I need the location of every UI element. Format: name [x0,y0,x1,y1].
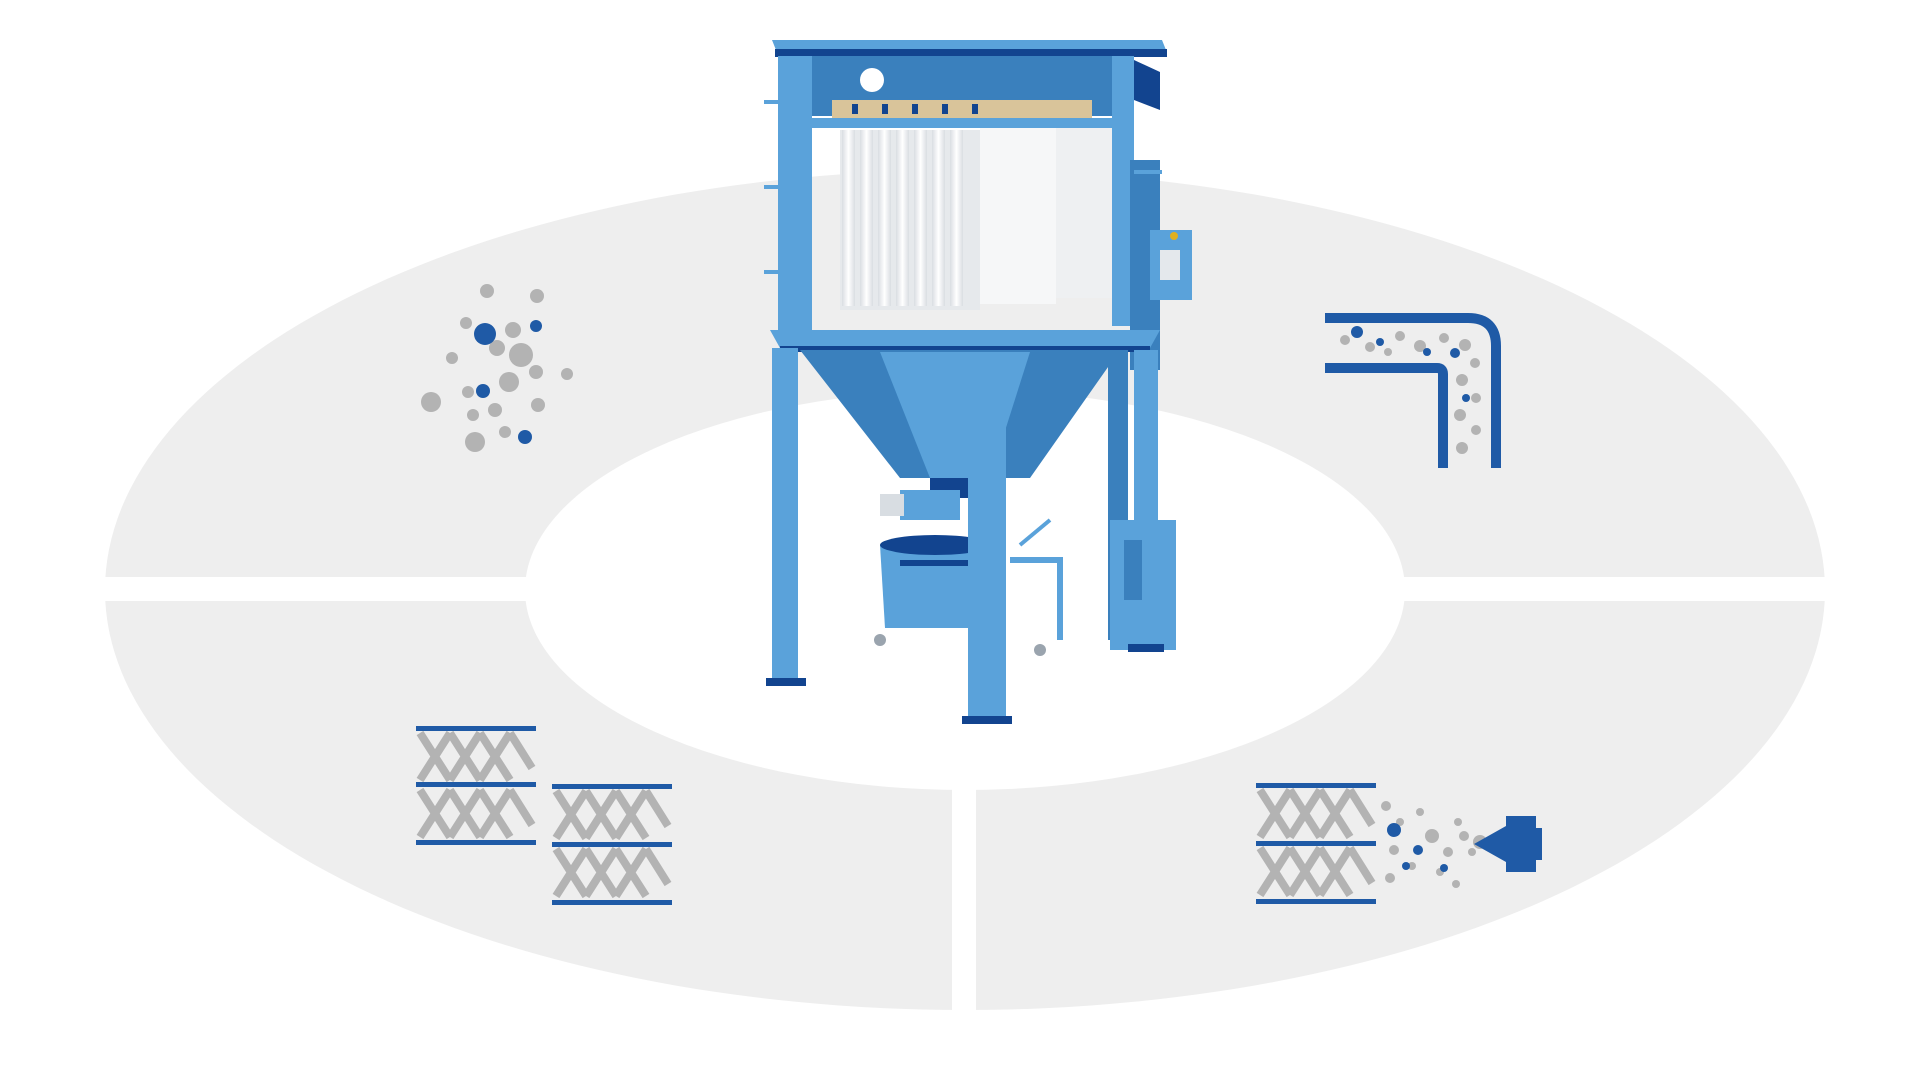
stacked-filters-icon [416,726,672,905]
dust-collector-machine [764,40,1192,724]
particles-icon-blue [474,320,542,444]
particles-icon [421,284,573,452]
duct-bend-particles-icon [1325,313,1501,468]
spray-nozzle-filter-icon [1256,783,1542,904]
